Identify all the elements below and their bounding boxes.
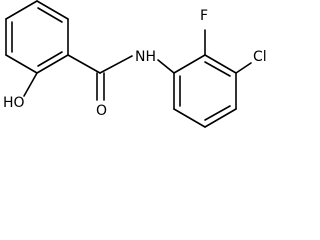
bond-nh-ring [157, 59, 175, 74]
chlorofluorophenyl-ring [173, 54, 237, 128]
double-bond-inner [37, 7, 63, 23]
bond [173, 108, 206, 128]
bond-ring-carbonyl [67, 54, 101, 74]
bond [36, 0, 69, 20]
bond [5, 0, 38, 20]
amine-nh-label: NH [135, 49, 156, 65]
hydroxyl-label: HO [3, 95, 25, 111]
bond-c-cl [235, 62, 252, 74]
bond-c-oh [23, 72, 38, 97]
chlorine-label: Cl [253, 49, 267, 65]
double-bond-inner [204, 61, 231, 77]
phenol-ring [5, 0, 69, 74]
bond [204, 108, 237, 128]
bond [204, 54, 237, 74]
bond [5, 54, 38, 74]
molecule-structure: HO O NH F Cl [3, 0, 267, 128]
double-bond-inner [204, 105, 231, 121]
bond [36, 54, 69, 74]
carbonyl-oxygen-label: O [96, 103, 107, 119]
bond-carbonyl-nh [99, 55, 133, 74]
double-bond-inner [37, 51, 63, 67]
bond [173, 54, 206, 74]
fluorine-label: F [200, 8, 208, 24]
